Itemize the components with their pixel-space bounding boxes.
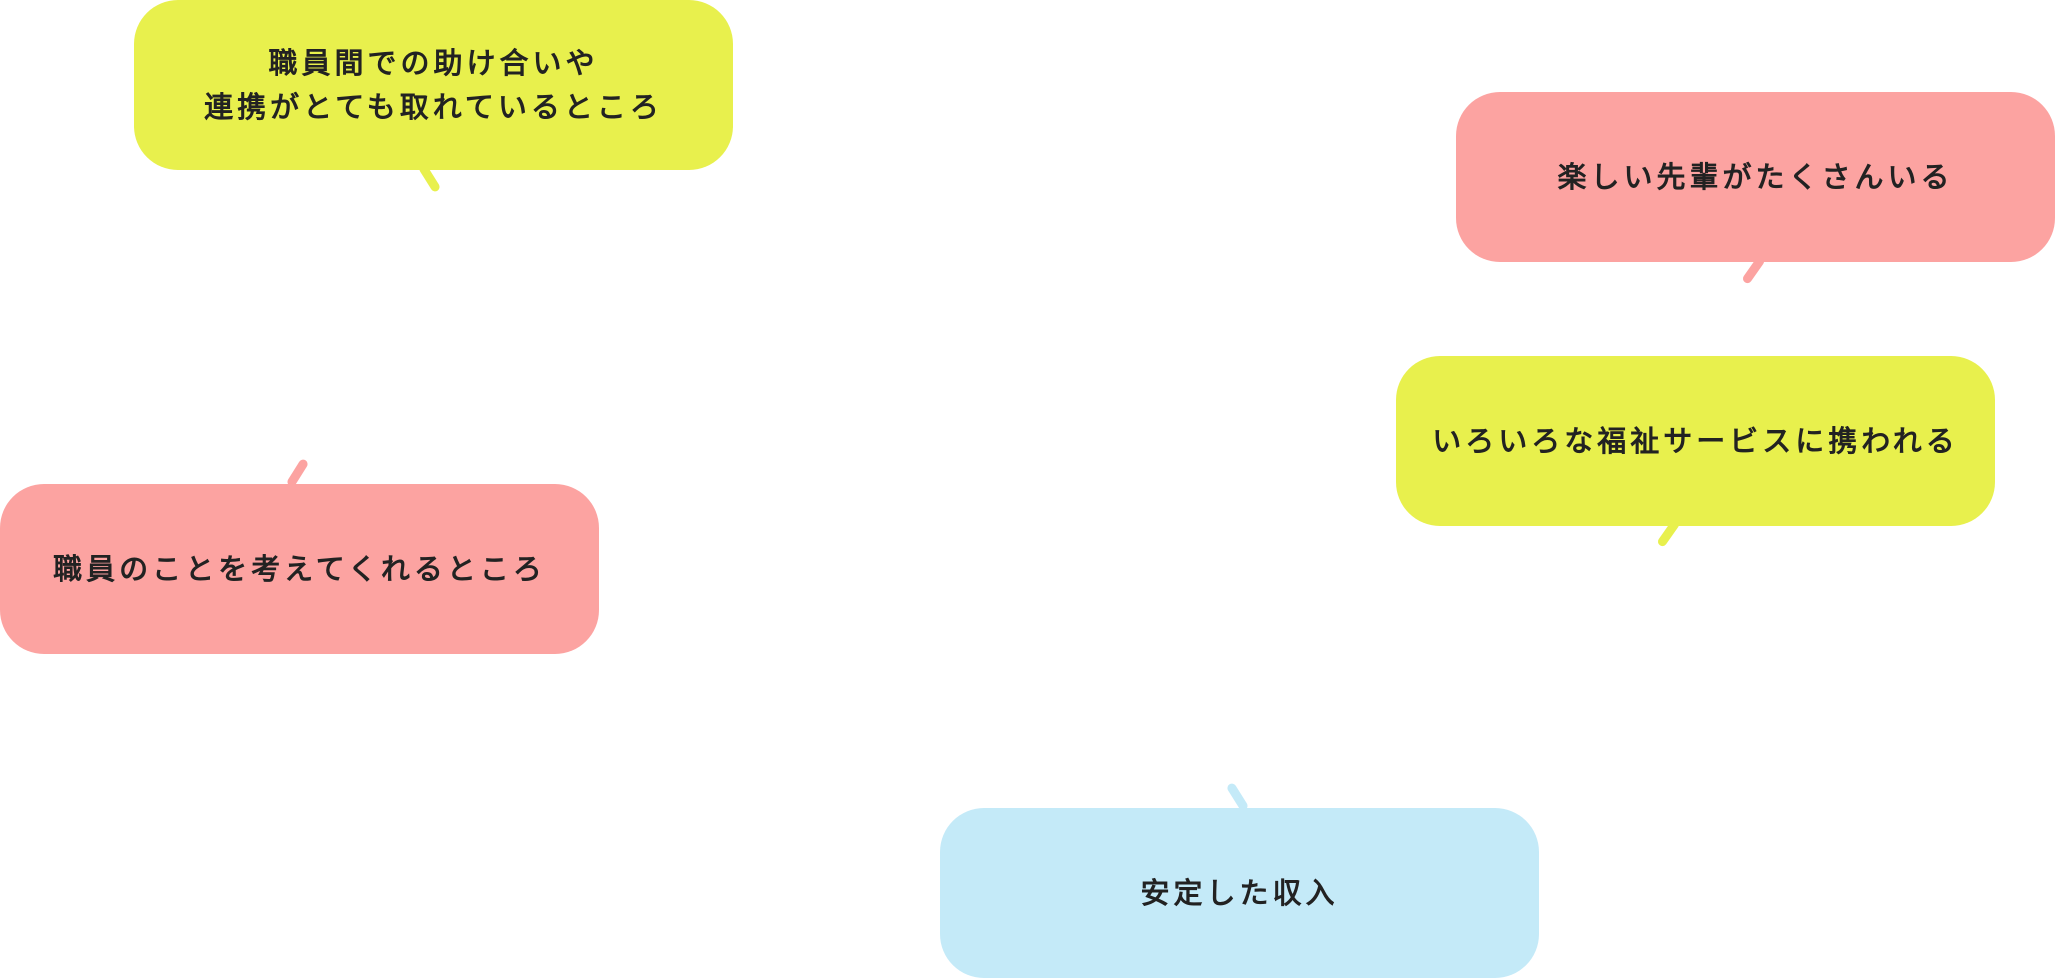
bubble-text: 職員のことを考えてくれるところ: [53, 552, 546, 586]
bubble-text: 安定した収入: [1140, 876, 1339, 910]
speech-bubble-services: いろいろな福祉サービスに携われる: [1396, 356, 1995, 526]
speech-bubble-senpai: 楽しい先輩がたくさんいる: [1456, 92, 2055, 262]
bubble-text: 楽しい先輩がたくさんいる: [1557, 160, 1954, 194]
bubble-text: 職員間での助け合いや 連携がとても取れているところ: [204, 46, 663, 124]
speech-bubble-care: 職員のことを考えてくれるところ: [0, 484, 599, 654]
speech-bubble-income: 安定した収入: [940, 808, 1539, 978]
bubble-text: いろいろな福祉サービスに携われる: [1432, 424, 1959, 458]
speech-bubble-teamwork: 職員間での助け合いや 連携がとても取れているところ: [134, 0, 733, 170]
